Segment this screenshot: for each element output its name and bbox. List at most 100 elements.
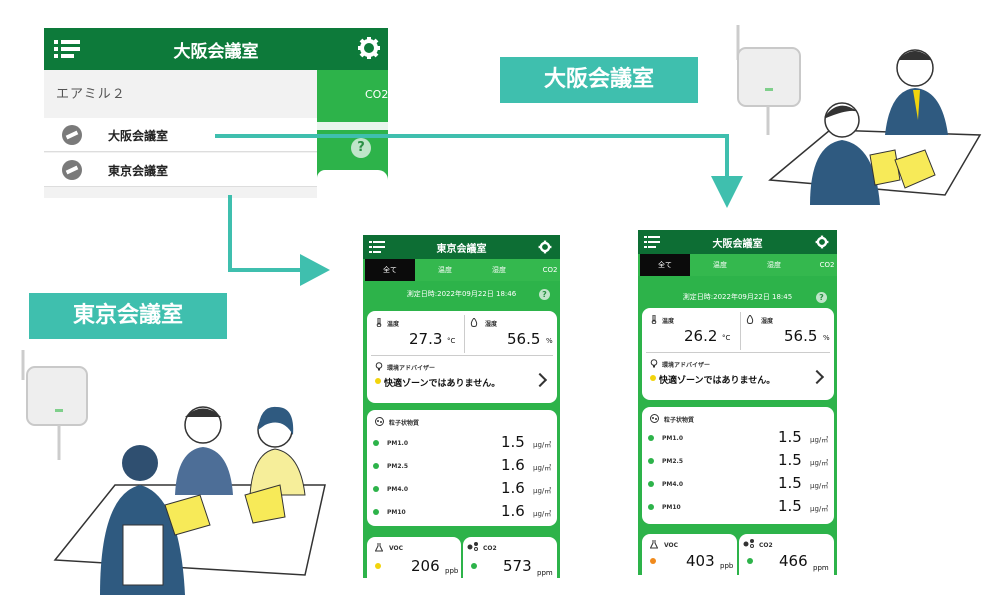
co2-value: 573 — [503, 557, 532, 575]
status-dot — [650, 558, 656, 564]
tab-temperature[interactable]: 温度 — [438, 266, 452, 274]
gear-icon[interactable] — [815, 235, 829, 249]
particulate-card: 粒子状物質 PM1.0 1.5 μg/㎥ PM2.5 1.5 μg/㎥ PM4.… — [642, 407, 834, 524]
help-icon[interactable]: ? — [539, 289, 550, 300]
particulate-title: 粒子状物質 — [389, 420, 420, 427]
advisor-label: 環境アドバイザー — [662, 362, 711, 369]
phone-title: 東京会議室 — [436, 244, 487, 255]
gear-icon[interactable] — [538, 240, 552, 254]
pm-unit: μg/㎥ — [810, 505, 829, 513]
climate-card: 温度 27.3 °C 湿度 56.5 % 環境アドバイザー 快適ゾーンではありま… — [367, 311, 557, 403]
pm-unit: μg/㎥ — [533, 441, 552, 449]
voc-label: VOC — [664, 542, 679, 549]
pm-unit: μg/㎥ — [810, 436, 829, 444]
status-dot — [373, 486, 379, 492]
room-name: 大阪会議室 — [108, 129, 169, 143]
pm-value: 1.6 — [501, 502, 525, 520]
tab-co2[interactable]: CO2 — [542, 266, 558, 274]
room-list-item[interactable]: 大阪会議室 — [44, 118, 317, 152]
status-dot — [648, 458, 654, 464]
particulate-title: 粒子状物質 — [664, 417, 695, 424]
status-dot — [747, 558, 753, 564]
pm-name: PM1.0 — [387, 440, 408, 447]
pm-name: PM4.0 — [662, 481, 683, 488]
thermometer-icon — [376, 318, 382, 327]
status-dot — [648, 435, 654, 441]
status-dot — [375, 378, 381, 384]
voc-unit: ppb — [720, 562, 734, 570]
humidity-drop-icon — [470, 318, 478, 327]
phone-header: 大阪会議室 — [638, 230, 837, 254]
pm-name: PM10 — [662, 504, 681, 511]
flask-icon — [375, 543, 383, 552]
voc-unit: ppb — [445, 567, 459, 575]
status-dot — [471, 563, 477, 569]
tab-temperature[interactable]: 温度 — [713, 261, 727, 269]
room-list-item[interactable]: 東京会議室 — [44, 153, 317, 187]
humidity-value: 56.5 — [784, 327, 818, 345]
tab-all[interactable]: 全て — [640, 254, 690, 276]
status-dot — [375, 563, 381, 569]
co2-label: CO2 — [759, 542, 773, 549]
status-dot — [648, 504, 654, 510]
status-dot — [648, 481, 654, 487]
pm-value: 1.5 — [778, 428, 802, 446]
help-icon[interactable]: ? — [351, 138, 371, 158]
tab-co2[interactable]: CO2 — [819, 261, 835, 269]
pm-name: PM1.0 — [662, 435, 683, 442]
humidity-unit: % — [546, 337, 553, 345]
humidity-drop-icon — [746, 315, 754, 324]
measured-timestamp: 測定日時:2022年09月22日 18:45 — [682, 293, 793, 301]
voc-label: VOC — [389, 545, 404, 552]
co2-molecule-icon — [467, 542, 478, 551]
menu-list-icon[interactable] — [369, 240, 385, 254]
menu-list-icon[interactable] — [644, 235, 660, 249]
tokyo-meeting-illustration — [21, 350, 326, 595]
thermometer-icon — [651, 315, 657, 324]
pm-name: PM2.5 — [662, 458, 683, 465]
chevron-right-icon[interactable] — [809, 369, 825, 385]
particles-icon — [375, 417, 384, 426]
temperature-value: 27.3 — [409, 330, 443, 348]
tab-humidity[interactable]: 湿度 — [492, 266, 506, 274]
pm-unit: μg/㎥ — [533, 487, 552, 495]
voc-card: VOC 403 ppb — [642, 534, 737, 575]
pm-value: 1.5 — [778, 451, 802, 469]
status-dot — [373, 509, 379, 515]
co2-value: 466 — [779, 552, 808, 570]
phone-tokyo: 東京会議室 全て 温度 湿度 CO2 測定日時:2022年09月22日 18:4… — [363, 235, 560, 578]
gear-icon[interactable] — [357, 36, 381, 60]
pm-value: 1.5 — [778, 497, 802, 515]
status-dot — [650, 375, 656, 381]
pm-value: 1.6 — [501, 456, 525, 474]
temperature-label: 温度 — [387, 321, 400, 328]
tab-co2[interactable]: CO2 — [365, 88, 388, 101]
voc-value: 206 — [411, 557, 440, 575]
lightbulb-icon — [650, 359, 658, 368]
temperature-unit: °C — [447, 337, 456, 345]
room-list-app: 大阪会議室 CO2 ? エアミル２ 大阪会議室 東京会議室 — [44, 28, 388, 198]
co2-label: CO2 — [483, 545, 497, 552]
phone-title: 大阪会議室 — [712, 239, 763, 250]
chevron-right-icon[interactable] — [532, 372, 548, 388]
menu-list-icon[interactable] — [54, 38, 80, 60]
tab-humidity[interactable]: 湿度 — [767, 261, 781, 269]
list-app-title: 大阪会議室 — [173, 42, 259, 62]
status-dot — [373, 440, 379, 446]
room-tag-tokyo: 東京会議室 — [29, 293, 227, 339]
pm-unit: μg/㎥ — [810, 482, 829, 490]
metric-tabs: 全て 温度 湿度 CO2 — [363, 259, 560, 281]
pm-name: PM4.0 — [387, 486, 408, 493]
co2-unit: ppm — [813, 564, 829, 572]
pm-name: PM2.5 — [387, 463, 408, 470]
flask-icon — [650, 540, 658, 549]
osaka-meeting-illustration — [736, 25, 982, 205]
pm-name: PM10 — [387, 509, 406, 516]
tab-all[interactable]: 全て — [365, 259, 415, 281]
voc-card: VOC 206 ppb — [367, 537, 461, 578]
co2-molecule-icon — [743, 539, 754, 548]
particles-icon — [650, 414, 659, 423]
leaf-icon — [62, 160, 82, 180]
leaf-icon — [62, 125, 82, 145]
help-icon[interactable]: ? — [816, 292, 827, 303]
